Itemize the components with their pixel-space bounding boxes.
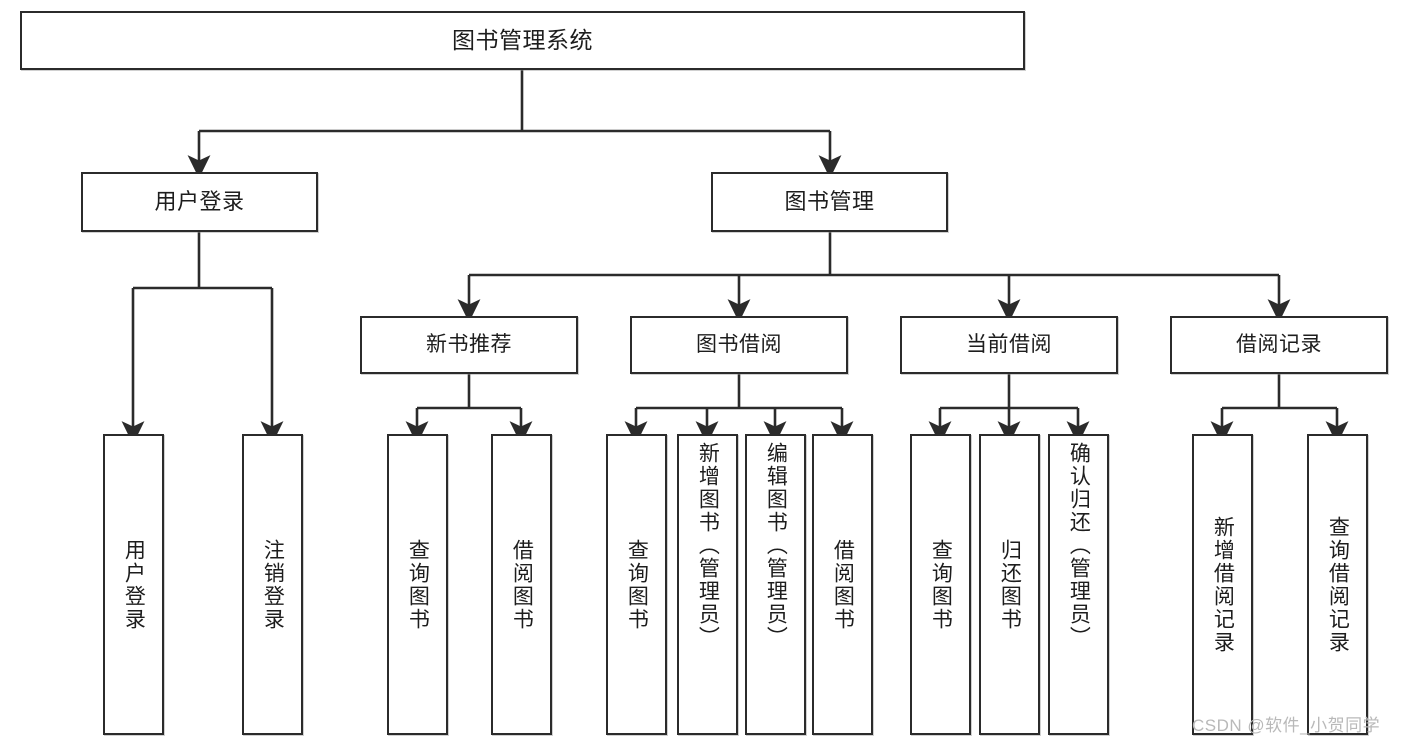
node-current-borrow[interactable]: 当前借阅 [900,316,1118,374]
node-new-book-recommend[interactable]: 新书推荐 [360,316,578,374]
node-book-management[interactable]: 图书管理 [711,172,948,232]
leaf-user-login-login[interactable]: 用户登录 [103,434,164,735]
node-label: 编辑图书（管理员） [764,442,788,649]
node-label: 确认归还（管理员） [1067,442,1091,649]
node-label: 查询图书 [929,538,953,631]
leaf-record-add-record[interactable]: 新增借阅记录 [1192,434,1253,735]
node-root-system[interactable]: 图书管理系统 [20,11,1025,70]
node-label: 当前借阅 [966,332,1052,356]
node-book-borrow[interactable]: 图书借阅 [630,316,848,374]
node-label: 图书管理系统 [452,27,593,54]
leaf-user-login-logout[interactable]: 注销登录 [242,434,303,735]
node-label: 注销登录 [261,538,285,631]
node-label: 借阅记录 [1236,332,1322,356]
node-label: 图书借阅 [696,332,782,356]
node-label: 新书推荐 [426,332,512,356]
node-label: 用户登录 [122,538,146,631]
node-label: 查询借阅记录 [1326,515,1350,654]
node-label: 查询图书 [625,538,649,631]
node-borrow-record[interactable]: 借阅记录 [1170,316,1388,374]
leaf-recommend-borrow-book[interactable]: 借阅图书 [491,434,552,735]
node-label: 用户登录 [154,189,245,215]
leaf-recommend-query-book[interactable]: 查询图书 [387,434,448,735]
node-label: 归还图书 [998,538,1022,631]
node-label: 图书管理 [784,189,875,215]
leaf-borrow-query-book[interactable]: 查询图书 [606,434,667,735]
node-label: 借阅图书 [510,538,534,631]
leaf-borrow-edit-book-admin[interactable]: 编辑图书（管理员） [745,434,806,735]
node-label: 查询图书 [406,538,430,631]
leaf-current-query-book[interactable]: 查询图书 [910,434,971,735]
node-user-login[interactable]: 用户登录 [81,172,318,232]
leaf-current-confirm-return-admin[interactable]: 确认归还（管理员） [1048,434,1109,735]
node-label: 新增借阅记录 [1211,515,1235,654]
leaf-record-query-record[interactable]: 查询借阅记录 [1307,434,1368,735]
leaf-borrow-add-book-admin[interactable]: 新增图书（管理员） [677,434,738,735]
watermark-text: CSDN @软件_小贺同学 [1192,716,1381,735]
node-label: 新增图书（管理员） [696,442,720,649]
node-label: 借阅图书 [831,538,855,631]
leaf-borrow-borrow-book[interactable]: 借阅图书 [812,434,873,735]
leaf-current-return-book[interactable]: 归还图书 [979,434,1040,735]
